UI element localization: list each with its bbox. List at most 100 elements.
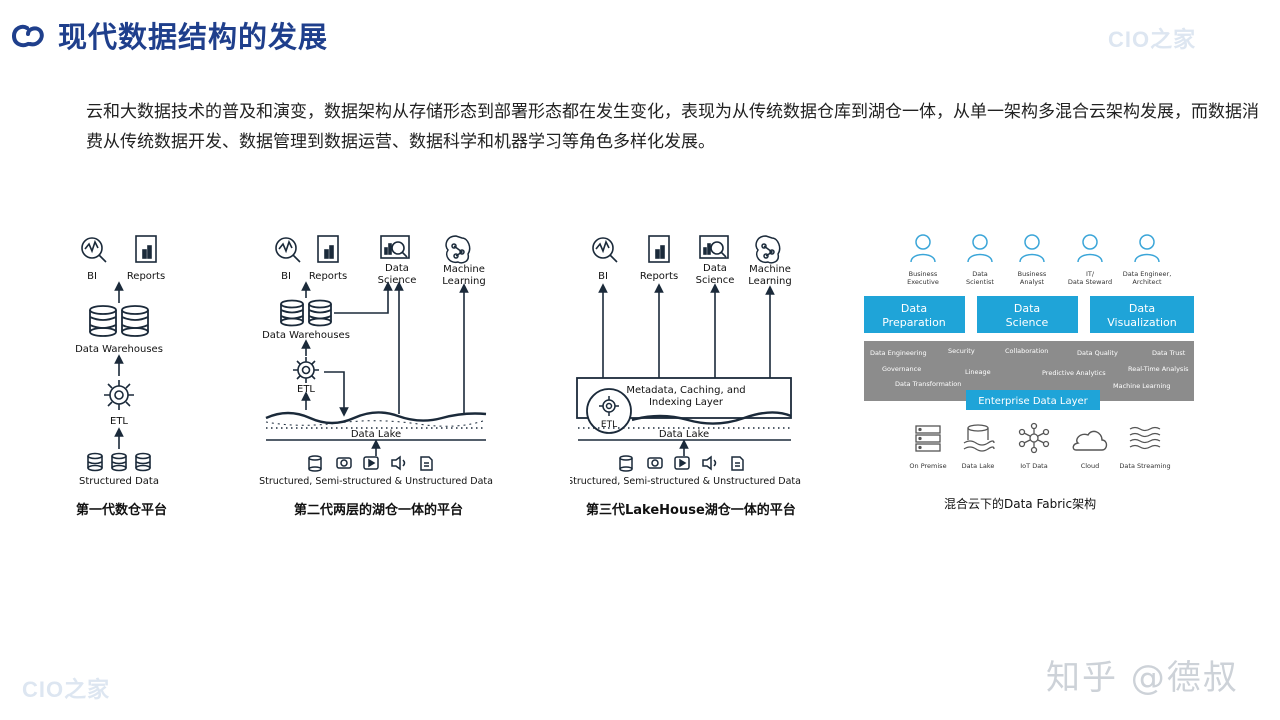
- fabric-caption: 混合云下的Data Fabric架构: [944, 497, 1097, 511]
- iot-network-icon: [1018, 422, 1050, 454]
- gen3-ml-label-1: Machine: [749, 264, 791, 275]
- gen2-ds-label-1: Data: [385, 263, 409, 274]
- bi-icon: [81, 237, 107, 263]
- brand-watermark-bottom: CIO之家: [22, 677, 111, 702]
- gen3-reports-label: Reports: [640, 271, 678, 282]
- structured-data-icon: [87, 452, 151, 472]
- gen1-reports-label: Reports: [127, 271, 165, 282]
- gen3-diagram: BI Reports Data Science Machine Learning…: [570, 235, 801, 487]
- box-1-line2: Preparation: [882, 316, 946, 329]
- role-2-line2: Scientist: [966, 278, 994, 286]
- data-preparation-box: [864, 296, 965, 333]
- source-cloud: Cloud: [1081, 462, 1100, 470]
- warehouse-icon: [280, 299, 332, 327]
- role-4-line1: IT/: [1086, 270, 1095, 278]
- source-data-lake: Data Lake: [962, 462, 995, 470]
- gen1-structured-label: Structured Data: [79, 476, 159, 487]
- data-streaming-icon: [1129, 426, 1161, 450]
- source-data-streaming: Data Streaming: [1119, 462, 1170, 470]
- capability-data-trust: Data Trust: [1152, 349, 1186, 357]
- role-4-line2: Data Steward: [1068, 278, 1112, 286]
- data-lake-icon: [963, 424, 995, 452]
- gen1-bi-label: BI: [87, 271, 97, 282]
- gen2-ml-label-1: Machine: [443, 264, 485, 275]
- gen3-caption: 第三代LakeHouse湖仓一体的平台: [586, 503, 796, 518]
- capability-lineage: Lineage: [965, 368, 991, 376]
- enterprise-data-layer-box: [966, 390, 1100, 410]
- gen3-bi-label: BI: [598, 271, 608, 282]
- reports-icon: [135, 235, 157, 263]
- gen3-ml-label-2: Learning: [748, 276, 791, 287]
- gen1-etl-label: ETL: [110, 416, 128, 427]
- capability-collaboration: Collaboration: [1005, 347, 1048, 355]
- intro-paragraph: 云和大数据技术的普及和演变，数据架构从存储形态到部署形态都在发生变化，表现为从传…: [86, 102, 1259, 152]
- brand-watermark-top: CIO之家: [1108, 27, 1197, 52]
- data-science-icon: [699, 235, 729, 259]
- gen3-sources-label: Structured, Semi-structured & Unstructur…: [570, 476, 801, 487]
- gen3-ds-label-2: Science: [696, 275, 735, 286]
- etl-chip-icon: [104, 380, 134, 410]
- role-3-line2: Analyst: [1020, 278, 1045, 286]
- etl-chip-icon: [293, 357, 319, 383]
- on-premise-server-icon: [915, 425, 941, 452]
- cloud-icon: [1072, 430, 1108, 451]
- gen3-etl-label: ETL: [601, 420, 617, 430]
- source-on-premise: On Premise: [909, 462, 946, 470]
- data-sources-icons: [619, 455, 744, 472]
- page-title: 现代数据结构的发展: [58, 20, 329, 54]
- capability-data-engineering: Data Engineering: [870, 349, 927, 357]
- role-1-line2: Executive: [907, 278, 939, 286]
- reports-icon: [648, 235, 670, 263]
- capability-real-time-analysis: Real-Time Analysis: [1128, 365, 1189, 373]
- gen1-caption: 第一代数仓平台: [76, 503, 168, 518]
- gen2-caption: 第二代两层的湖仓一体的平台: [294, 503, 464, 518]
- capability-governance: Governance: [882, 365, 921, 373]
- gen2-etl-label: ETL: [297, 384, 315, 395]
- role-5-line1: Data Engineer,: [1123, 270, 1172, 278]
- role-1-line1: Business: [909, 270, 938, 278]
- capability-data-quality: Data Quality: [1077, 349, 1118, 357]
- gen3-ds-label-1: Data: [703, 263, 727, 274]
- data-science-box: [977, 296, 1078, 333]
- reports-icon: [317, 235, 339, 263]
- capability-predictive-analytics: Predictive Analytics: [1042, 369, 1106, 377]
- machine-learning-icon: [445, 235, 471, 264]
- gen2-ds-label-2: Science: [378, 275, 417, 286]
- enterprise-data-layer-label: Enterprise Data Layer: [978, 396, 1088, 407]
- gen2-reports-label: Reports: [309, 271, 347, 282]
- box-3-line2: Visualization: [1107, 316, 1177, 329]
- data-science-icon: [380, 235, 410, 259]
- gen2-bi-label: BI: [281, 271, 291, 282]
- gen2-sources-label: Structured, Semi-structured & Unstructur…: [259, 476, 493, 487]
- gen2-lake-label: Data Lake: [351, 429, 401, 440]
- source-iot-data: IoT Data: [1020, 462, 1047, 470]
- gen3-meta-line2: Indexing Layer: [649, 397, 724, 408]
- data-fabric-diagram: Business Executive Data Scientist Busine…: [864, 234, 1194, 470]
- capability-security: Security: [948, 347, 975, 355]
- data-sources-icons: [308, 455, 433, 472]
- box-1-line1: Data: [901, 302, 927, 315]
- gen2-warehouses-label: Data Warehouses: [262, 330, 350, 341]
- data-visualization-box: [1090, 296, 1194, 333]
- role-3-line1: Business: [1018, 270, 1047, 278]
- machine-learning-icon: [755, 235, 781, 264]
- box-2-line2: Science: [1006, 316, 1049, 329]
- box-2-line1: Data: [1014, 302, 1040, 315]
- warehouse-icon: [89, 305, 149, 337]
- gen2-ml-label-2: Learning: [442, 276, 485, 287]
- etl-cycle-icon: [586, 388, 632, 434]
- role-user-icons: [910, 234, 1160, 263]
- gen3-lake-label: Data Lake: [659, 429, 709, 440]
- capability-data-transformation: Data Transformation: [895, 380, 961, 388]
- role-2-line1: Data: [972, 270, 988, 278]
- gen3-meta-line1: Metadata, Caching, and: [626, 385, 745, 396]
- gen1-diagram: BI Reports Data Warehouses ETL Structure…: [75, 235, 165, 487]
- zhihu-watermark: 知乎 @德叔: [1046, 658, 1239, 698]
- role-5-line2: Architect: [1132, 278, 1162, 286]
- gen1-warehouses-label: Data Warehouses: [75, 344, 163, 355]
- brand-logo-icon: [12, 24, 44, 48]
- bi-icon: [275, 237, 301, 263]
- gen2-diagram: BI Reports Data Science Machine Learning…: [259, 235, 493, 487]
- capability-machine-learning: Machine Learning: [1113, 382, 1171, 390]
- bi-icon: [592, 237, 618, 263]
